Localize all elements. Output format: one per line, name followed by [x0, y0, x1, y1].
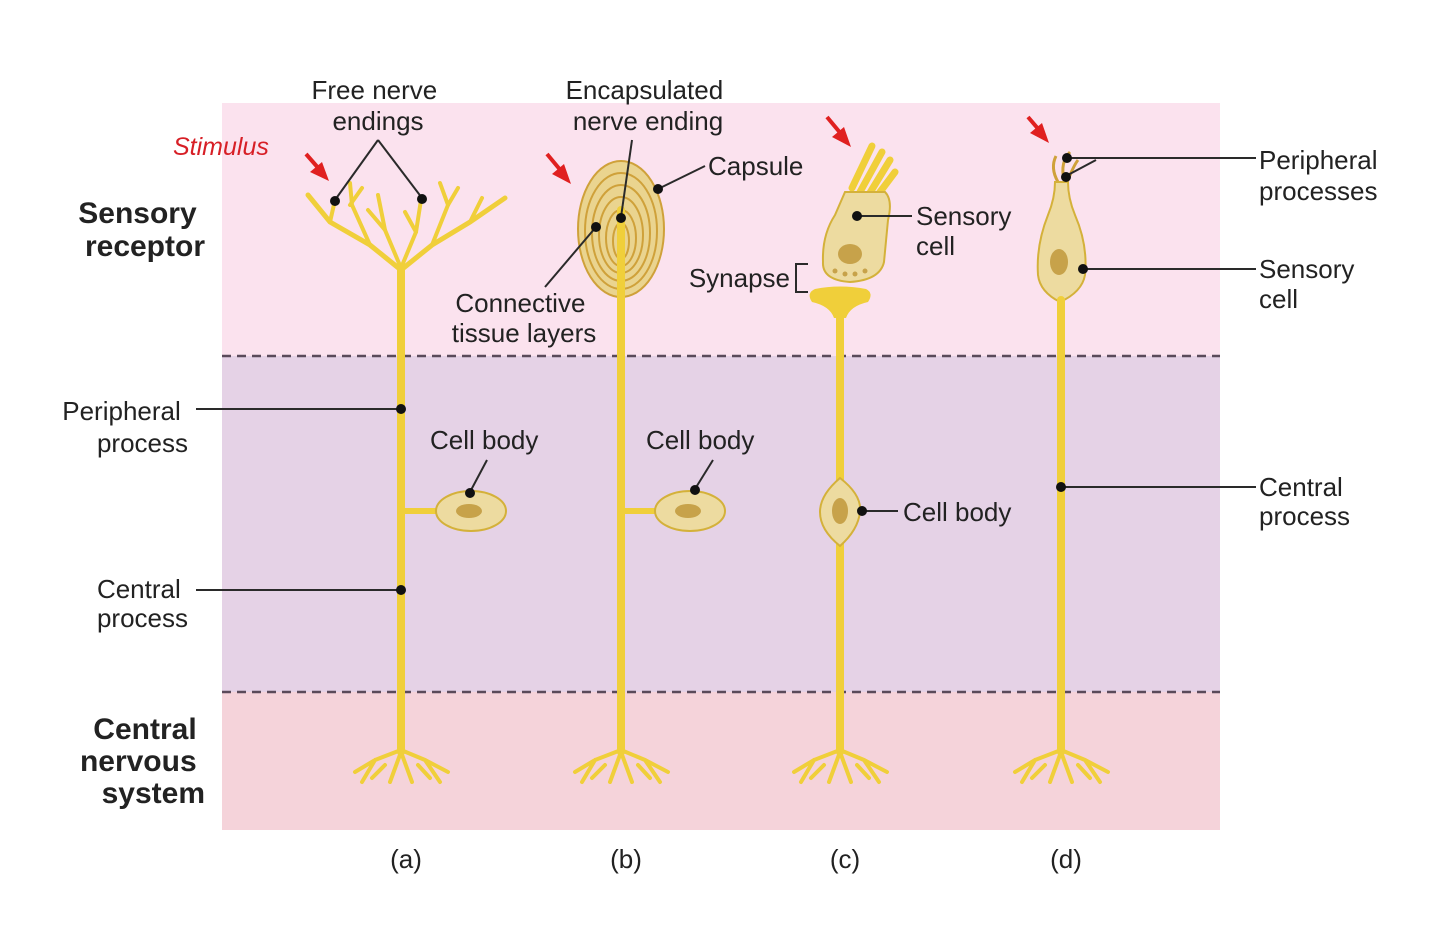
sensory-receptor-label: Sensory receptor [78, 197, 205, 263]
central-process-label-d: Central process [1259, 472, 1350, 531]
stimulus-arrow-d [1026, 115, 1049, 143]
terminal-branches-b [573, 748, 670, 784]
panel-label-a: (a) [390, 844, 422, 874]
sensory-cell-c [821, 142, 899, 284]
panel-label-c: (c) [830, 844, 860, 874]
cns-label: Central nervous system [80, 713, 205, 810]
cell-body-label-c: Cell body [903, 497, 1011, 527]
neuron-b [573, 160, 726, 784]
terminal-branches-a [353, 748, 450, 784]
peripheral-process-label: Peripheral process [62, 396, 188, 458]
peripheral-processes-label: Peripheral processes [1259, 145, 1385, 206]
stimulus-arrow-b [545, 152, 571, 184]
neuron-a [305, 181, 508, 784]
terminal-branches-c [792, 748, 889, 784]
sensory-cell-d [1036, 181, 1087, 304]
cell-body-b [654, 490, 726, 532]
cell-body-c [818, 476, 862, 548]
cns-zone [222, 692, 1220, 830]
synapse-terminal [809, 286, 871, 318]
panel-label-b: (b) [610, 844, 642, 874]
cell-body-label-b: Cell body [646, 425, 754, 455]
peripheral-zone [222, 356, 1220, 692]
free-nerve-endings [305, 181, 508, 293]
central-process-label-a: Central process [97, 574, 188, 633]
stimulus-arrows [304, 115, 1049, 184]
stimulus-arrow-c [825, 115, 851, 147]
encapsulated-ending-label: Encapsulated nerve ending [566, 75, 731, 136]
free-nerve-endings-label: Free nerve endings [312, 75, 445, 136]
connective-tissue-label: Connective tissue layers [452, 288, 597, 348]
synapse-label: Synapse [689, 263, 790, 293]
stimulus-arrow-a [304, 152, 329, 181]
sensory-cell-label-d: Sensory cell [1259, 254, 1362, 314]
terminal-branches-d [1013, 748, 1110, 784]
cell-body-label-a: Cell body [430, 425, 538, 455]
neuron-c [792, 142, 899, 784]
sensory-cell-label-c: Sensory cell [916, 201, 1019, 261]
stimulus-label: Stimulus [173, 133, 269, 161]
capsule-label: Capsule [708, 151, 803, 181]
panel-label-d: (d) [1050, 844, 1082, 874]
